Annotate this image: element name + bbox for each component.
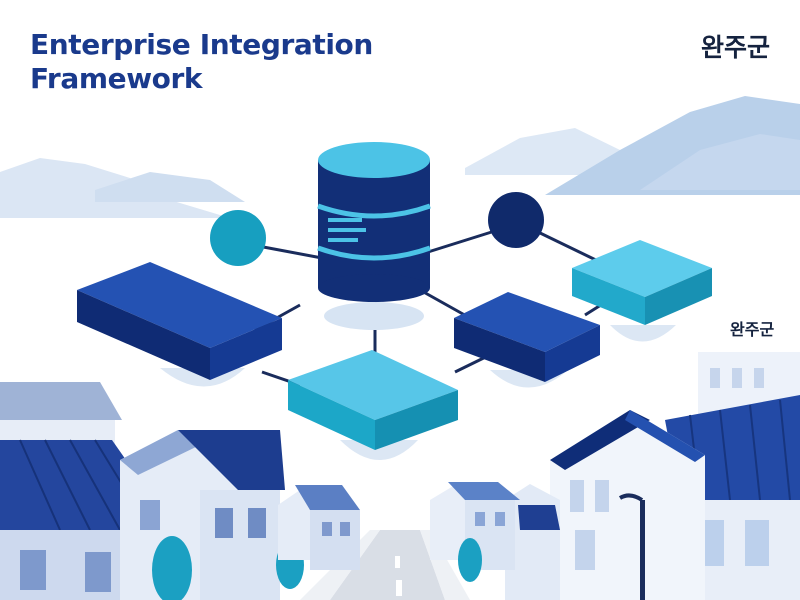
mountain-right-front — [640, 134, 800, 190]
title-line-1: Enterprise Integration — [30, 28, 373, 61]
node-circle-teal — [210, 210, 266, 266]
line-db-to-circle-right — [427, 228, 499, 254]
database-shadow — [324, 302, 424, 330]
data-block-center — [288, 350, 458, 450]
data-block-right — [454, 292, 600, 382]
title-line-2: Framework — [30, 62, 203, 95]
houses-right — [430, 352, 800, 600]
page-title: Enterprise Integration Framework — [30, 28, 373, 96]
region-label-top: 완주군 — [700, 33, 770, 62]
reflection-center-block — [340, 440, 418, 460]
line-grid-right — [419, 288, 471, 320]
line-db-to-circle-left — [257, 244, 323, 260]
mountain-left-ridge — [95, 172, 245, 202]
data-block-cyan — [572, 240, 712, 325]
reflection-cyan-block — [610, 325, 676, 342]
line-circle-right-to-block — [537, 230, 601, 264]
region-label-side: 완주군 — [730, 320, 775, 339]
data-block-left — [77, 262, 282, 380]
node-circle-navy — [488, 192, 544, 248]
database-icon — [317, 142, 431, 302]
mountains — [0, 96, 800, 218]
houses-left — [0, 382, 360, 600]
